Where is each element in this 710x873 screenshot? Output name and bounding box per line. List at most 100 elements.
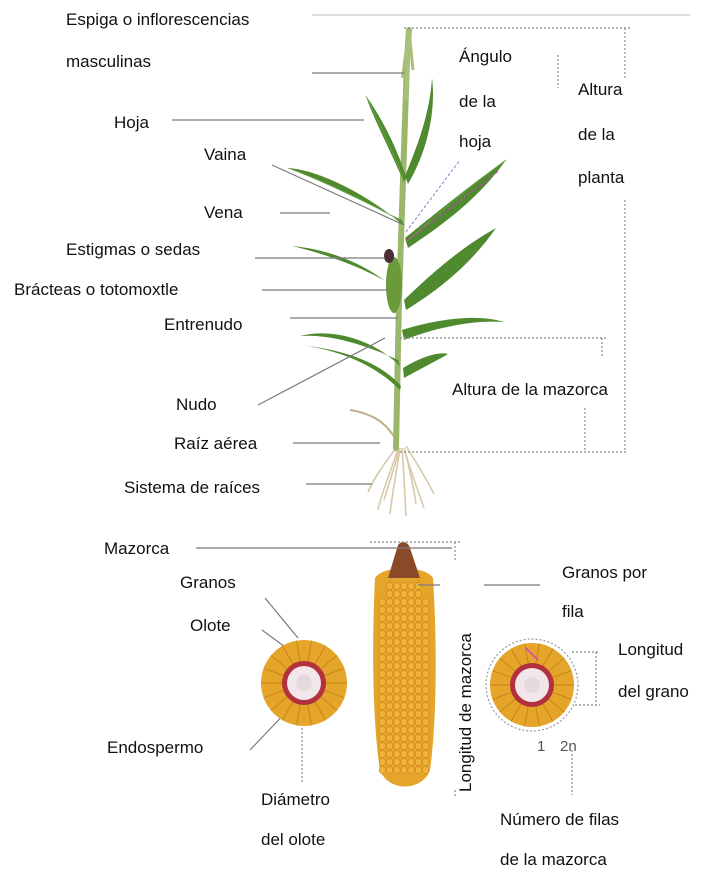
kernel	[408, 598, 414, 605]
kernel	[415, 734, 421, 741]
kernel	[379, 766, 385, 773]
label-altura-planta-line1: Altura	[578, 80, 622, 100]
kernel	[394, 758, 400, 765]
kernel	[386, 590, 392, 597]
kernel	[386, 622, 392, 629]
kernel	[379, 742, 385, 749]
kernel	[408, 654, 414, 661]
kernel	[394, 678, 400, 685]
kernel	[408, 590, 414, 597]
kernel	[401, 630, 407, 637]
kernel	[394, 614, 400, 621]
kernel	[379, 654, 385, 661]
cob-cross-section-right	[486, 639, 578, 731]
kernel	[386, 742, 392, 749]
kernel	[401, 662, 407, 669]
kernel	[415, 662, 421, 669]
leaf-veins	[288, 96, 506, 242]
kernel	[394, 654, 400, 661]
kernel	[401, 758, 407, 765]
label-olote: Olote	[190, 616, 231, 636]
kernel	[386, 582, 392, 589]
kernel	[386, 686, 392, 693]
kernel	[415, 670, 421, 677]
kernel	[422, 718, 428, 725]
kernel	[401, 582, 407, 589]
label-granos-fila-line1: Granos por	[562, 563, 647, 583]
kernel	[415, 638, 421, 645]
kernel	[415, 710, 421, 717]
kernel	[401, 678, 407, 685]
label-hoja: Hoja	[114, 113, 149, 133]
kernel	[379, 726, 385, 733]
kernel	[415, 646, 421, 653]
kernel	[422, 758, 428, 765]
kernel	[401, 614, 407, 621]
kernel	[415, 614, 421, 621]
kernel	[422, 654, 428, 661]
kernel	[408, 614, 414, 621]
kernel	[394, 766, 400, 773]
label-angulo-line1: Ángulo	[459, 47, 512, 67]
kernel	[394, 662, 400, 669]
kernel	[401, 742, 407, 749]
label-estigmas: Estigmas o sedas	[66, 240, 200, 260]
label-vena: Vena	[204, 203, 243, 223]
kernel	[408, 694, 414, 701]
kernel	[394, 606, 400, 613]
kernel	[422, 702, 428, 709]
kernel	[401, 750, 407, 757]
label-granos: Granos	[180, 573, 236, 593]
kernel	[394, 734, 400, 741]
kernel	[386, 598, 392, 605]
kernel	[408, 670, 414, 677]
label-row-1: 1	[537, 737, 545, 757]
kernel	[401, 766, 407, 773]
kernel	[415, 766, 421, 773]
label-filas-line1: Número de filas	[500, 810, 619, 830]
root-system	[368, 446, 434, 516]
label-vaina: Vaina	[204, 145, 246, 165]
kernel	[415, 678, 421, 685]
kernel	[386, 638, 392, 645]
kernel	[415, 718, 421, 725]
label-longitud-grano-line2: del grano	[618, 682, 689, 702]
kernel	[386, 758, 392, 765]
kernel	[394, 742, 400, 749]
kernel	[408, 734, 414, 741]
kernel	[394, 710, 400, 717]
kernel	[401, 710, 407, 717]
kernel	[422, 710, 428, 717]
kernel	[415, 758, 421, 765]
kernel	[379, 686, 385, 693]
kernel	[386, 670, 392, 677]
label-espiga-line1: Espiga o inflorescencias	[66, 10, 249, 30]
kernel	[386, 726, 392, 733]
kernel	[394, 590, 400, 597]
kernel	[408, 630, 414, 637]
kernel	[379, 750, 385, 757]
ear-bracts	[386, 257, 402, 313]
kernel	[379, 630, 385, 637]
kernel	[401, 702, 407, 709]
kernel	[422, 742, 428, 749]
kernel	[401, 718, 407, 725]
kernel	[415, 622, 421, 629]
kernel	[408, 638, 414, 645]
kernel	[422, 726, 428, 733]
kernel	[422, 598, 428, 605]
kernel	[379, 694, 385, 701]
kernel	[422, 662, 428, 669]
kernel	[408, 678, 414, 685]
kernel	[379, 718, 385, 725]
label-diametro-line1: Diámetro	[261, 790, 330, 810]
kernel	[415, 742, 421, 749]
kernel	[386, 766, 392, 773]
kernel	[401, 638, 407, 645]
kernel	[394, 638, 400, 645]
label-mazorca: Mazorca	[104, 539, 169, 559]
kernel	[415, 694, 421, 701]
kernel	[394, 726, 400, 733]
kernel	[422, 614, 428, 621]
kernel	[386, 710, 392, 717]
